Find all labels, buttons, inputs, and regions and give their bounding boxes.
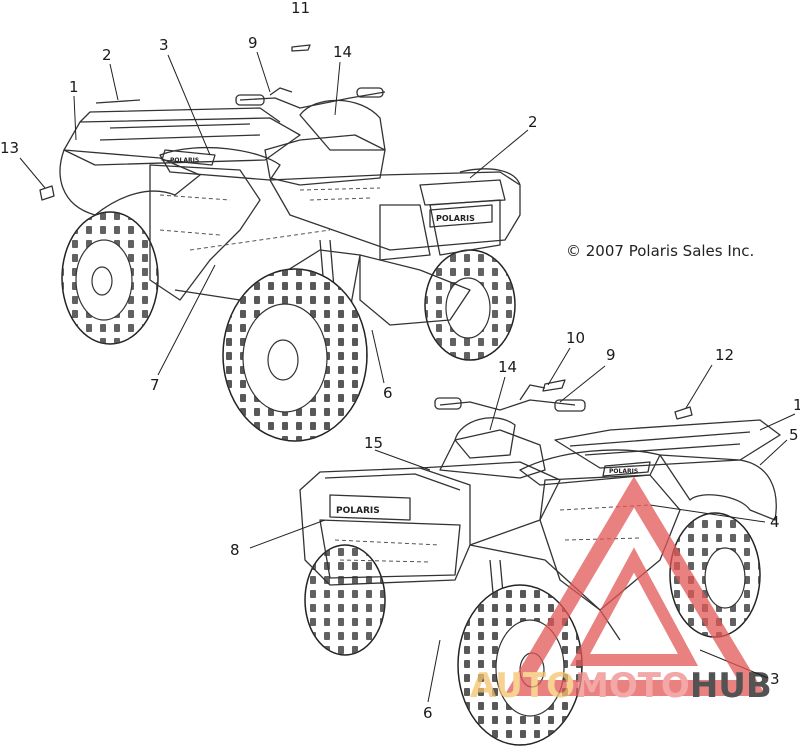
top-callouts: 11 9 14 2 3 1 13 2 7 6 — [0, 0, 538, 402]
watermark: AUTOMOTOHUB — [470, 476, 772, 706]
callout-bottom-4: 4 — [770, 513, 780, 531]
callout-top-2a: 2 — [102, 46, 112, 64]
bottom-callouts: 10 9 14 12 1 5 15 4 8 6 3 — [230, 329, 800, 722]
callout-bottom-8: 8 — [230, 541, 240, 559]
callout-bottom-5: 5 — [789, 426, 799, 444]
watermark-auto: AUTO — [470, 666, 575, 706]
callout-bottom-9: 9 — [606, 346, 616, 364]
top-decal-2-strip — [95, 99, 141, 104]
bottom-decal-10 — [542, 379, 566, 392]
bottom-rear-wheel — [669, 512, 761, 638]
callout-top-9: 9 — [248, 34, 258, 52]
callout-bottom-3: 3 — [770, 670, 780, 688]
top-rear-wheel — [61, 211, 159, 345]
atv-top-view: POLARIS POLARIS — [39, 44, 521, 442]
callout-bottom-10: 10 — [566, 329, 585, 347]
svg-text:AUTOMOTOHUB: AUTOMOTOHUB — [470, 666, 772, 706]
callout-top-7: 7 — [150, 376, 160, 394]
callout-top-1: 1 — [69, 78, 79, 96]
callout-top-3: 3 — [159, 36, 169, 54]
callout-bottom-14: 14 — [498, 358, 517, 376]
top-front-wheel-back — [424, 249, 516, 361]
top-atv-body: POLARIS POLARIS — [59, 87, 521, 326]
top-front-wheel — [222, 268, 368, 442]
callout-top-2b: 2 — [528, 113, 538, 131]
watermark-triangle-logo — [503, 476, 767, 696]
top-side-decal-text: POLARIS — [170, 157, 199, 164]
bottom-front-decal-text: POLARIS — [336, 506, 380, 516]
callout-top-6: 6 — [383, 384, 393, 402]
watermark-moto: MOTO — [575, 666, 690, 706]
bottom-side-decal-text: POLARIS — [609, 468, 638, 475]
copyright-notice: © 2007 Polaris Sales Inc. — [566, 242, 754, 260]
callout-bottom-15: 15 — [364, 434, 383, 452]
bottom-atv-body: POLARIS POLARIS — [299, 384, 781, 641]
top-decal-13 — [39, 185, 55, 201]
top-decal-11 — [291, 44, 311, 52]
bottom-decal-12 — [674, 406, 693, 420]
callout-top-14: 14 — [333, 43, 352, 61]
callout-bottom-6: 6 — [423, 704, 433, 722]
callout-bottom-12: 12 — [715, 346, 734, 364]
callout-top-11: 11 — [291, 0, 310, 17]
callout-top-13: 13 — [0, 139, 19, 157]
callout-bottom-1: 1 — [793, 396, 800, 414]
watermark-hub: HUB — [690, 666, 772, 706]
top-front-decal-text: POLARIS — [436, 214, 475, 223]
bottom-front-wheel-back — [304, 544, 386, 656]
